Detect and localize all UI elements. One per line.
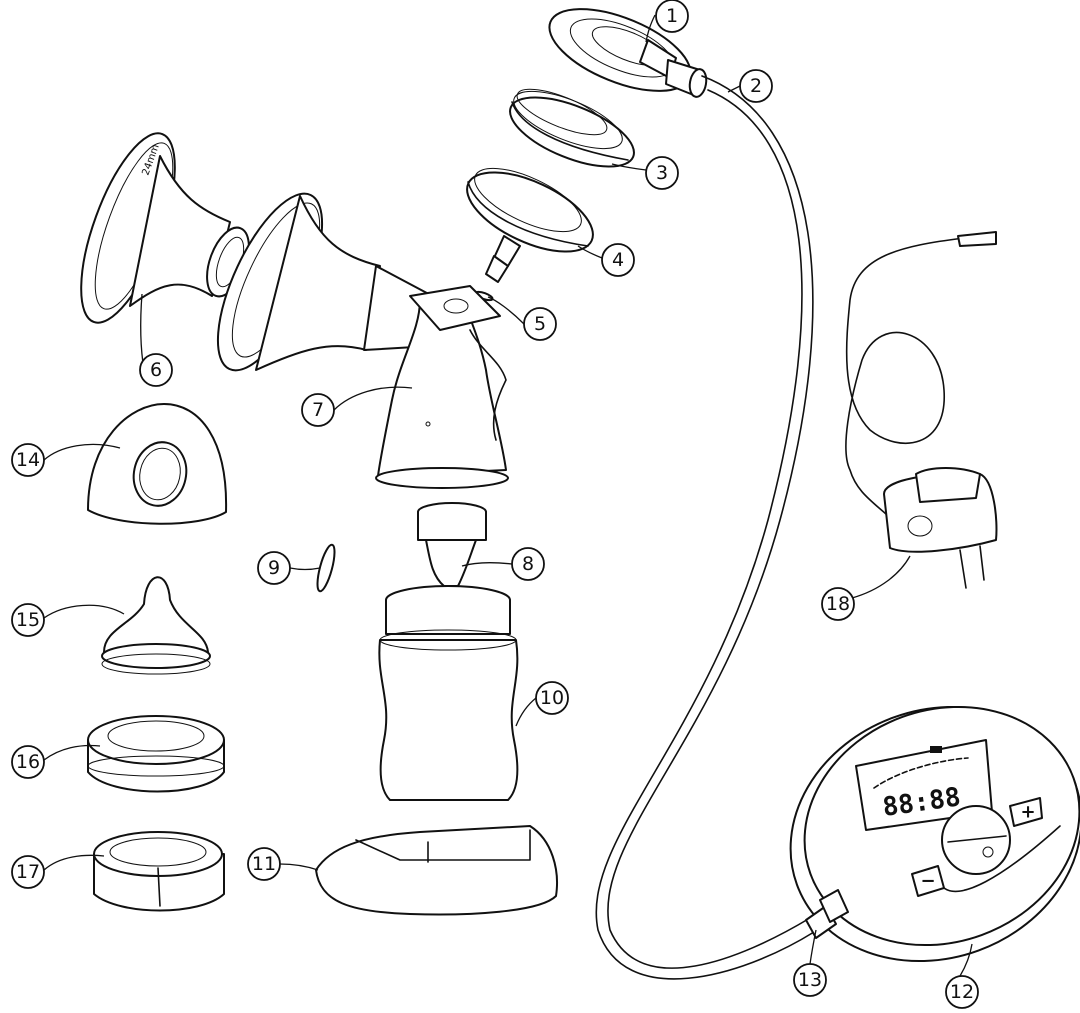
callout-7: 7 <box>301 393 335 427</box>
svg-text:12: 12 <box>950 981 974 1003</box>
part-8-valve <box>417 502 487 587</box>
callout-1: 1 <box>655 0 689 33</box>
callout-16: 16 <box>11 745 45 779</box>
callout-9: 9 <box>257 551 291 585</box>
svg-text:9: 9 <box>268 557 280 579</box>
callout-18: 18 <box>821 587 855 621</box>
plus-button-label: + <box>1020 802 1035 823</box>
part-11-base <box>315 825 558 916</box>
callout-4: 4 <box>601 243 635 277</box>
callout-17: 17 <box>11 855 45 889</box>
svg-text:3: 3 <box>656 162 668 184</box>
part-2-tubing <box>595 75 815 980</box>
svg-text:11: 11 <box>252 853 276 875</box>
svg-text:18: 18 <box>826 593 850 615</box>
leader-lines <box>43 14 973 977</box>
callout-11: 11 <box>247 847 281 881</box>
part-12-motor-unit: 88:88 + − <box>789 705 1080 963</box>
svg-text:16: 16 <box>16 751 40 773</box>
callout-15: 15 <box>11 603 45 637</box>
callout-10: 10 <box>535 681 569 715</box>
callout-2: 2 <box>739 69 773 103</box>
svg-text:1: 1 <box>666 5 678 27</box>
callout-12: 12 <box>945 975 979 1009</box>
mode-power-button[interactable] <box>941 805 1011 875</box>
svg-text:15: 15 <box>16 609 40 631</box>
svg-text:6: 6 <box>150 359 162 381</box>
svg-text:2: 2 <box>750 75 762 97</box>
part-15-nipple <box>101 576 211 675</box>
part-10-bottle <box>378 585 519 801</box>
part-6-massage-insert: 24mm <box>80 132 250 324</box>
svg-text:5: 5 <box>534 313 546 335</box>
svg-text:4: 4 <box>612 249 624 271</box>
part-4-valve-membrane <box>466 167 594 283</box>
part-1-diaphragm-cap <box>548 8 708 98</box>
svg-text:14: 14 <box>16 449 40 471</box>
minus-button-label: − <box>920 871 935 892</box>
callout-14: 14 <box>11 443 45 477</box>
callout-3: 3 <box>645 156 679 190</box>
callout-8: 8 <box>511 547 545 581</box>
part-13-connector <box>805 889 849 939</box>
svg-text:13: 13 <box>798 969 822 991</box>
svg-text:10: 10 <box>540 687 564 709</box>
part-17-bottle-lid <box>93 831 225 912</box>
part-18-power-adapter <box>845 231 998 589</box>
callout-6: 6 <box>139 353 173 387</box>
plus-button[interactable] <box>1009 797 1043 827</box>
part-9-sealing-disc <box>316 543 336 593</box>
svg-text:7: 7 <box>312 399 324 421</box>
callout-5: 5 <box>523 307 557 341</box>
svg-text:8: 8 <box>522 553 534 575</box>
svg-text:17: 17 <box>16 861 40 883</box>
part-16-screw-ring <box>87 715 225 793</box>
callout-13: 13 <box>793 963 827 997</box>
part-14-protective-cap <box>87 403 228 525</box>
part-7-pump-body <box>216 192 509 489</box>
part-3-silicone-diaphragm <box>509 88 635 168</box>
